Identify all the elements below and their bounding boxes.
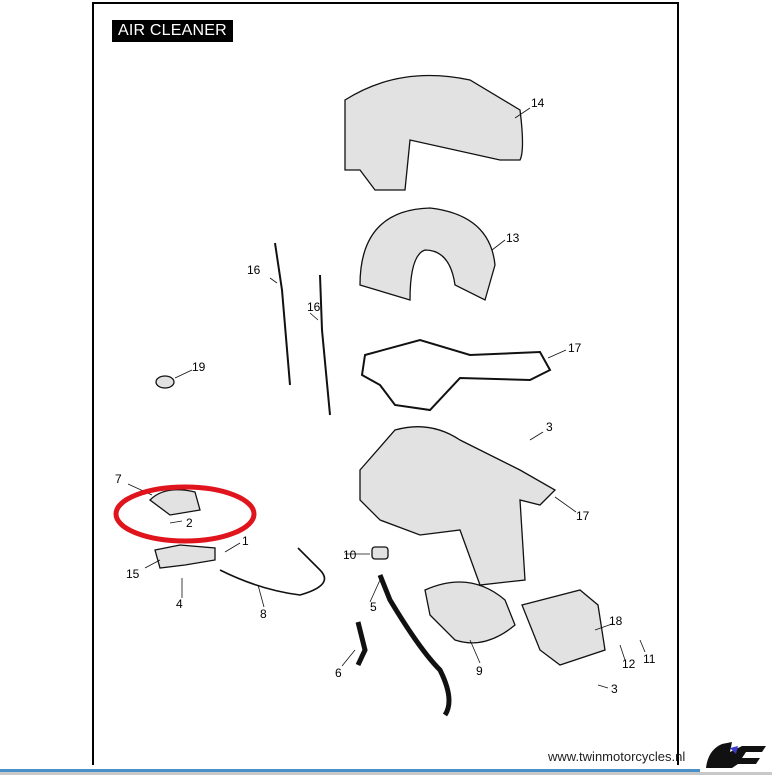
part-breather <box>149 489 201 516</box>
callout-15: 15 <box>126 567 140 581</box>
callout-10: 10 <box>343 548 357 562</box>
callout-8: 8 <box>260 607 267 621</box>
callout-16: 16 <box>247 263 261 277</box>
part-hose <box>219 547 326 596</box>
brand-logo-icon <box>706 742 766 768</box>
callout-7: 7 <box>115 472 122 486</box>
diagram-frame <box>92 2 679 765</box>
website-link[interactable]: www.twinmotorcycles.nl <box>548 749 686 764</box>
callout-16b: 16 <box>307 300 321 314</box>
callout-3b: 3 <box>611 682 618 696</box>
leader-lines <box>127 107 646 689</box>
callout-3: 3 <box>546 420 553 434</box>
part-breather-body <box>154 544 216 569</box>
callout-12: 12 <box>622 657 636 671</box>
part-gasket <box>360 338 552 412</box>
footer-accent-line <box>0 769 700 772</box>
callout-2: 2 <box>186 516 193 530</box>
part-clamp <box>155 375 175 389</box>
callout-14: 14 <box>531 96 545 110</box>
part-seal <box>424 581 516 644</box>
part-backplate <box>359 426 557 586</box>
callout-13: 13 <box>506 231 520 245</box>
callout-4: 4 <box>176 597 183 611</box>
part-hose-5 <box>377 574 452 717</box>
footer-divider <box>0 772 772 775</box>
part-10 <box>371 546 389 560</box>
part-hose-6 <box>355 621 368 667</box>
callout-17: 17 <box>568 341 582 355</box>
highlight-ellipse <box>113 484 257 544</box>
part-bracket <box>521 589 606 666</box>
callout-6: 6 <box>335 666 342 680</box>
callout-9: 9 <box>476 664 483 678</box>
part-cover <box>344 74 524 191</box>
callout-5: 5 <box>370 600 377 614</box>
part-strap-2 <box>319 274 331 416</box>
callout-1: 1 <box>242 534 249 548</box>
part-strap-1 <box>274 242 291 386</box>
callout-19: 19 <box>192 360 206 374</box>
part-filter-element <box>359 207 496 301</box>
callout-11: 11 <box>643 652 656 666</box>
callout-18: 18 <box>609 614 623 628</box>
diagram-title: AIR CLEANER <box>112 20 233 42</box>
callout-17b: 17 <box>576 509 590 523</box>
